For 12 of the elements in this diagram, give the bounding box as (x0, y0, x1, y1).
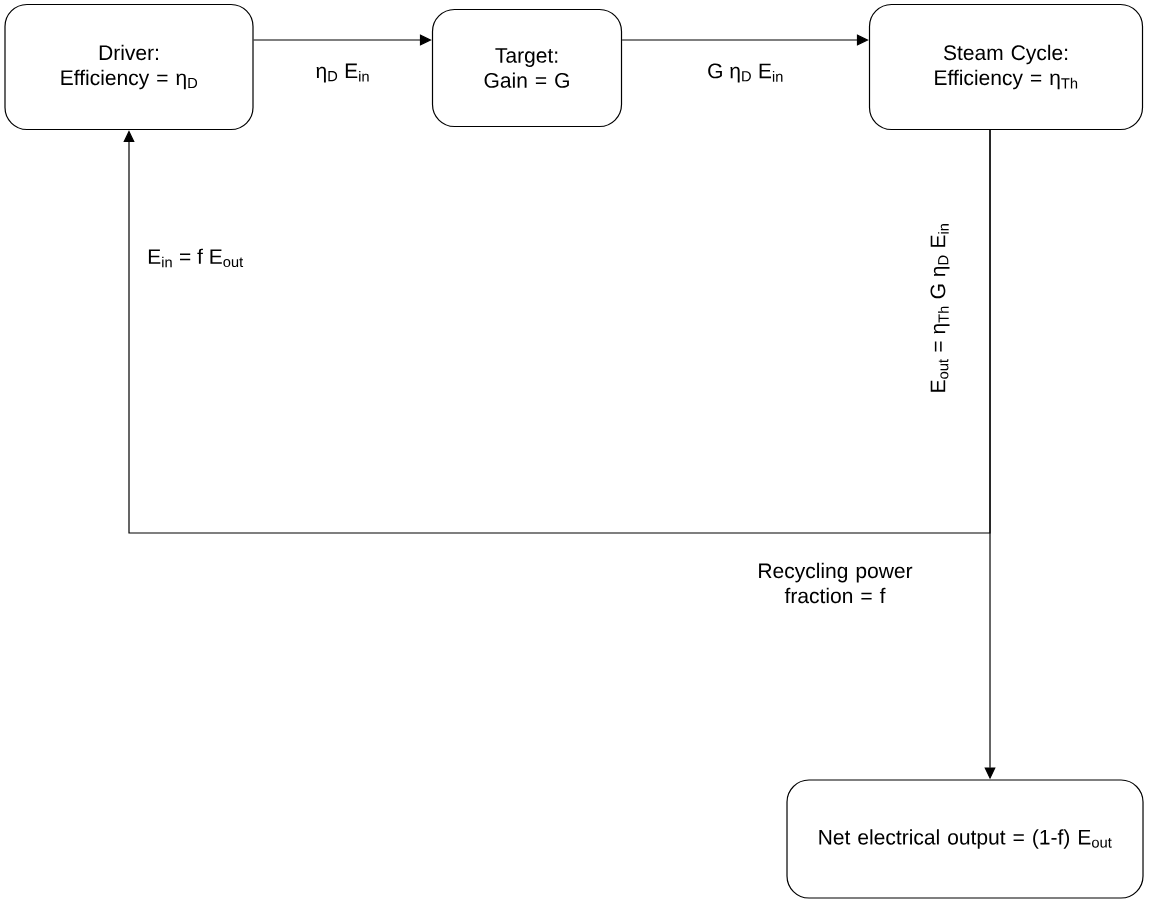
process-box: Target: Gain = G (431, 8, 623, 128)
process-box: Steam Cycle: Efficiency = η$_{Th}$ (868, 3, 1144, 131)
note-label: Recycling power fraction = f (759, 562, 913, 604)
process-box: Net electrical output = (1-f) E$_{out}$ (786, 779, 1144, 899)
edge-label: E$_{in}$ = f E$_{out}$ (145, 246, 246, 270)
arrow (253, 34, 432, 46)
arrow (123, 129, 991, 534)
edge-label: E$_{out}$ = η$_{Th}$ G η$_{D}$ E$_{in}$ (928, 220, 952, 396)
edge-label: η$_{D}$ E$_{in}$ (313, 61, 373, 85)
process-box: Driver: Efficiency = η$_{D}$ (4, 3, 254, 131)
arrow (621, 34, 869, 46)
edge-label: G η$_{D}$ E$_{in}$ (705, 61, 786, 85)
